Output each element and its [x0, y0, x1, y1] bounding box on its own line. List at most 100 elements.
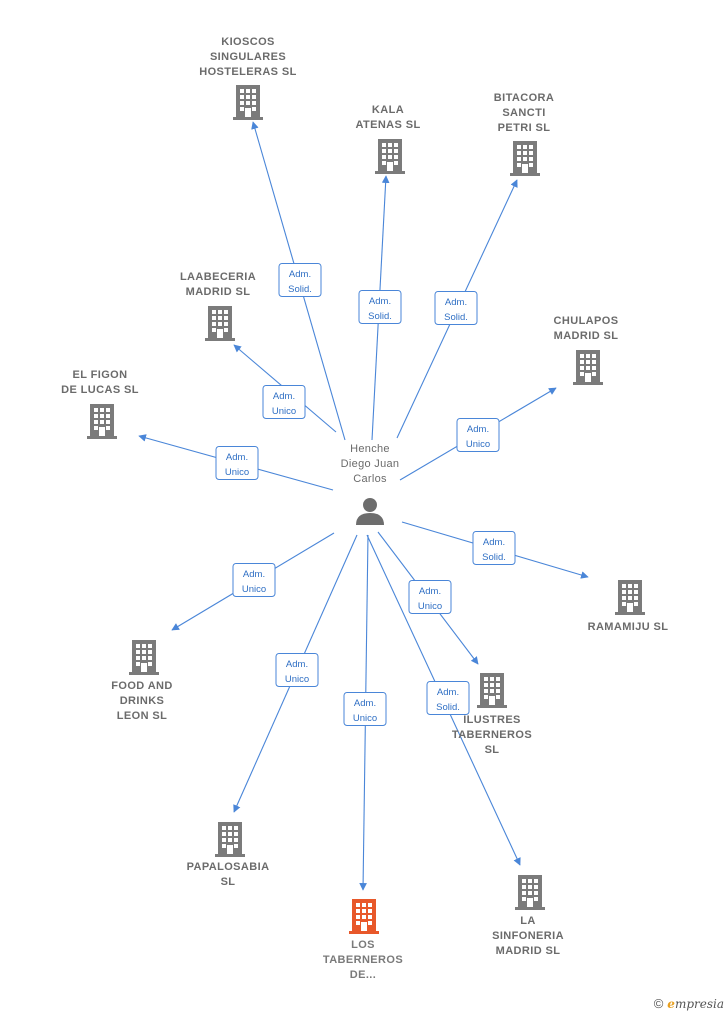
relation-text: Unico: [285, 674, 309, 685]
building-icon: [510, 141, 540, 176]
relation-box: [434, 291, 478, 325]
company-name-line: LEON SL: [117, 710, 167, 722]
company-node-kioscos[interactable]: KIOSCOS SINGULARES HOSTELERAS SL: [199, 36, 297, 120]
company-name-line: SINFONERIA: [492, 930, 564, 942]
relation-label-ramamiju: Adm. Solid.: [472, 531, 516, 565]
relation-box: [343, 692, 387, 726]
company-node-laabeceria[interactable]: LAABECERIA MADRID SL: [180, 271, 256, 341]
company-node-bitacora[interactable]: BITACORA SANCTI PETRI SL: [494, 92, 554, 176]
relation-text: Adm.: [467, 424, 489, 435]
relation-text: Adm.: [483, 537, 505, 548]
building-icon: [573, 350, 603, 385]
relation-labels: Adm.Solid.Adm.Solid.Adm.Solid.Adm.UnicoA…: [215, 263, 516, 726]
person-name-line: Carlos: [353, 473, 387, 485]
relation-text: Solid.: [288, 284, 312, 295]
person-icon: [356, 498, 384, 525]
relation-label-ilustres: Adm.Unico: [408, 580, 452, 614]
company-name-line: SINGULARES: [210, 51, 286, 63]
relation-label-papalosabia: Adm. Unico: [275, 653, 319, 687]
relation-text: Unico: [272, 406, 296, 417]
building-icon: [477, 673, 507, 708]
relation-text: Adm.: [286, 659, 308, 670]
company-name-line: TABERNEROS: [452, 729, 532, 741]
company-node-ramamiju[interactable]: RAMAMIJU SL: [588, 580, 669, 633]
building-icon: [205, 306, 235, 341]
footer-brand[interactable]: ©empresia: [654, 996, 724, 1011]
relation-text: Solid.: [482, 552, 506, 563]
company-node-lostaberneros[interactable]: LOS TABERNEROS DE...: [323, 899, 403, 981]
relation-label-chulapos: Adm. Unico: [456, 418, 500, 452]
building-icon: [129, 640, 159, 675]
company-name-line: SL: [221, 876, 236, 888]
relation-text: Unico: [353, 713, 377, 724]
company-node-lasinfoneria[interactable]: LA SINFONERIA MADRID SL: [492, 875, 564, 957]
company-name-line: LAABECERIA: [180, 271, 256, 283]
relation-label-lostaberneros: Adm.Unico: [343, 692, 387, 726]
relation-box: [358, 290, 402, 324]
relation-box: [275, 653, 319, 687]
company-name-line: MADRID SL: [554, 330, 619, 342]
company-name-line: ILUSTRES: [463, 714, 521, 726]
relation-text: Adm.: [419, 586, 441, 597]
company-name-line: LOS: [351, 939, 375, 951]
relation-text: Solid.: [444, 312, 468, 323]
relation-text: Adm.: [289, 269, 311, 280]
company-name-line: DE...: [350, 969, 376, 981]
relation-label-elfigon: Adm.Unico: [215, 446, 259, 480]
relation-text: Solid.: [368, 311, 392, 322]
company-node-ilustres[interactable]: ILUSTRES TABERNEROS SL: [452, 673, 532, 756]
relation-box: [215, 446, 259, 480]
relation-label-foodanddrinks: Adm.Unico: [232, 563, 276, 597]
relation-label-laabeceria: Adm. Unico: [262, 385, 306, 419]
relation-text: Unico: [225, 467, 249, 478]
building-icon: [215, 822, 245, 857]
company-name-line: HOSTELERAS SL: [199, 66, 297, 78]
building-icon: [233, 85, 263, 120]
brand-initial: e: [667, 997, 675, 1011]
person-name-line: Henche: [350, 443, 390, 455]
company-name-line: CHULAPOS: [554, 315, 619, 327]
company-name-line: LA: [520, 915, 535, 927]
relation-text: Solid.: [436, 702, 460, 713]
company-name-line: MADRID SL: [496, 945, 561, 957]
company-name-line: SL: [485, 744, 500, 756]
company-name-line: KALA: [372, 104, 404, 116]
relation-box: [262, 385, 306, 419]
relation-label-bitacora: Adm. Solid.: [434, 291, 478, 325]
relation-label-lasinfoneria: Adm. Solid.: [426, 681, 470, 715]
relation-text: Unico: [466, 439, 490, 450]
relation-box: [232, 563, 276, 597]
company-name-line: SANCTI: [502, 107, 545, 119]
building-icon: [375, 139, 405, 174]
company-nodes: KIOSCOS SINGULARES HOSTELERAS SL KALAATENAS…: [61, 36, 668, 981]
relation-text: Unico: [242, 584, 266, 595]
company-name-line: DE LUCAS SL: [61, 384, 139, 396]
company-name-line: TABERNEROS: [323, 954, 403, 966]
building-icon: [515, 875, 545, 910]
relation-label-kioscos: Adm. Solid.: [278, 263, 322, 297]
relation-box: [456, 418, 500, 452]
relation-box: [278, 263, 322, 297]
relation-text: Adm.: [445, 297, 467, 308]
relation-text: Adm.: [437, 687, 459, 698]
company-name-line: DRINKS: [120, 695, 165, 707]
relation-box: [408, 580, 452, 614]
building-icon: [87, 404, 117, 439]
relation-text: Adm.: [273, 391, 295, 402]
company-node-chulapos[interactable]: CHULAPOS MADRID SL: [554, 315, 619, 385]
company-name-line: PETRI SL: [498, 122, 551, 134]
relation-label-kala: Adm.Solid.: [358, 290, 402, 324]
company-name-line: RAMAMIJU SL: [588, 621, 669, 633]
building-icon: [349, 899, 379, 934]
brand-name: mpresia: [674, 997, 724, 1011]
company-node-elfigon[interactable]: EL FIGON DE LUCAS SL: [61, 369, 139, 439]
company-name-line: KIOSCOS: [221, 36, 275, 48]
company-name-line: BITACORA: [494, 92, 554, 104]
company-name-line: MADRID SL: [186, 286, 251, 298]
company-name-line: EL FIGON: [73, 369, 128, 381]
person-node[interactable]: Henche Diego Juan Carlos: [341, 443, 400, 525]
